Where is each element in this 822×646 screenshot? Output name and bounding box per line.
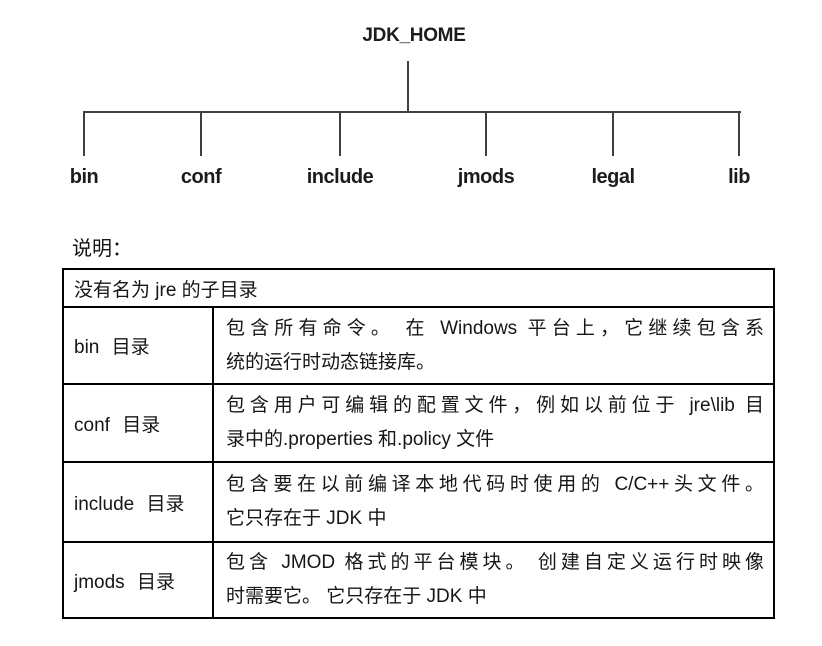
tree-branch-line-include xyxy=(339,111,341,156)
jdk-directory-tree-diagram: JDK_HOME bin conf include jmods legal li… xyxy=(0,0,822,210)
table-row-include: include 目录 包含要在以前编译本地代码时使用的 C/C++头文件。 它只… xyxy=(62,461,775,543)
table-row-no-jre: 没有名为 jre 的子目录 xyxy=(62,268,775,308)
jmods-desc-cell: 包含 JMOD 格式的平台模块。 创建自定义运行时映像 时需要它。 它只存在于 … xyxy=(212,541,775,619)
tree-node-conf: conf xyxy=(180,166,222,188)
jmods-desc-line-1: 包含 JMOD 格式的平台模块。 创建自定义运行时映像 xyxy=(226,552,764,573)
note-label: 说明： xyxy=(72,238,132,260)
include-desc-line-2: 它只存在于 JDK 中 xyxy=(226,508,387,529)
table-row-bin: bin 目录 包含所有命令。 在 Windows 平台上，它继续包含系 统的运行… xyxy=(62,306,775,385)
tree-root-connector-line xyxy=(407,61,409,112)
conf-desc-line-1: 包含用户可编辑的配置文件，例如以前位于 jre\lib 目 xyxy=(226,395,764,416)
table-row-jmods: jmods 目录 包含 JMOD 格式的平台模块。 创建自定义运行时映像 时需要… xyxy=(62,541,775,619)
tree-node-include: include xyxy=(306,166,374,188)
no-jre-cell: 没有名为 jre 的子目录 xyxy=(62,268,775,308)
tree-branch-line-legal xyxy=(612,111,614,156)
jmods-dir-cell: jmods 目录 xyxy=(62,541,214,619)
tree-node-jmods: jmods xyxy=(457,166,515,188)
tree-node-bin: bin xyxy=(69,166,99,188)
directory-explanation-table: 没有名为 jre 的子目录 bin 目录 包含所有命令。 在 Windows 平… xyxy=(62,268,775,619)
tree-branch-line-conf xyxy=(200,111,202,156)
tree-root-label: JDK_HOME xyxy=(362,25,466,46)
tree-node-legal: legal xyxy=(591,166,635,188)
include-desc-line-1: 包含要在以前编译本地代码时使用的 C/C++头文件。 xyxy=(226,474,764,495)
table-row-conf: conf 目录 包含用户可编辑的配置文件，例如以前位于 jre\lib 目 录中… xyxy=(62,383,775,463)
tree-branch-line-lib xyxy=(738,111,740,156)
conf-dir-cell: conf 目录 xyxy=(62,383,214,463)
include-dir-cell: include 目录 xyxy=(62,461,214,543)
tree-branch-line-bin xyxy=(83,111,85,156)
bin-desc-line-2: 统的运行时动态链接库。 xyxy=(226,351,436,373)
tree-horizontal-line xyxy=(84,111,741,113)
jmods-desc-line-2: 时需要它。 它只存在于 JDK 中 xyxy=(226,586,487,607)
include-desc-cell: 包含要在以前编译本地代码时使用的 C/C++头文件。 它只存在于 JDK 中 xyxy=(212,461,775,543)
tree-node-lib: lib xyxy=(728,166,750,188)
bin-desc-line-1: 包含所有命令。 在 Windows 平台上，它继续包含系 xyxy=(226,317,764,339)
conf-desc-cell: 包含用户可编辑的配置文件，例如以前位于 jre\lib 目 录中的.proper… xyxy=(212,383,775,463)
bin-desc-cell: 包含所有命令。 在 Windows 平台上，它继续包含系 统的运行时动态链接库。 xyxy=(212,306,775,385)
bin-dir-cell: bin 目录 xyxy=(62,306,214,385)
tree-branch-line-jmods xyxy=(485,111,487,156)
conf-desc-line-2: 录中的.properties 和.policy 文件 xyxy=(226,429,495,450)
